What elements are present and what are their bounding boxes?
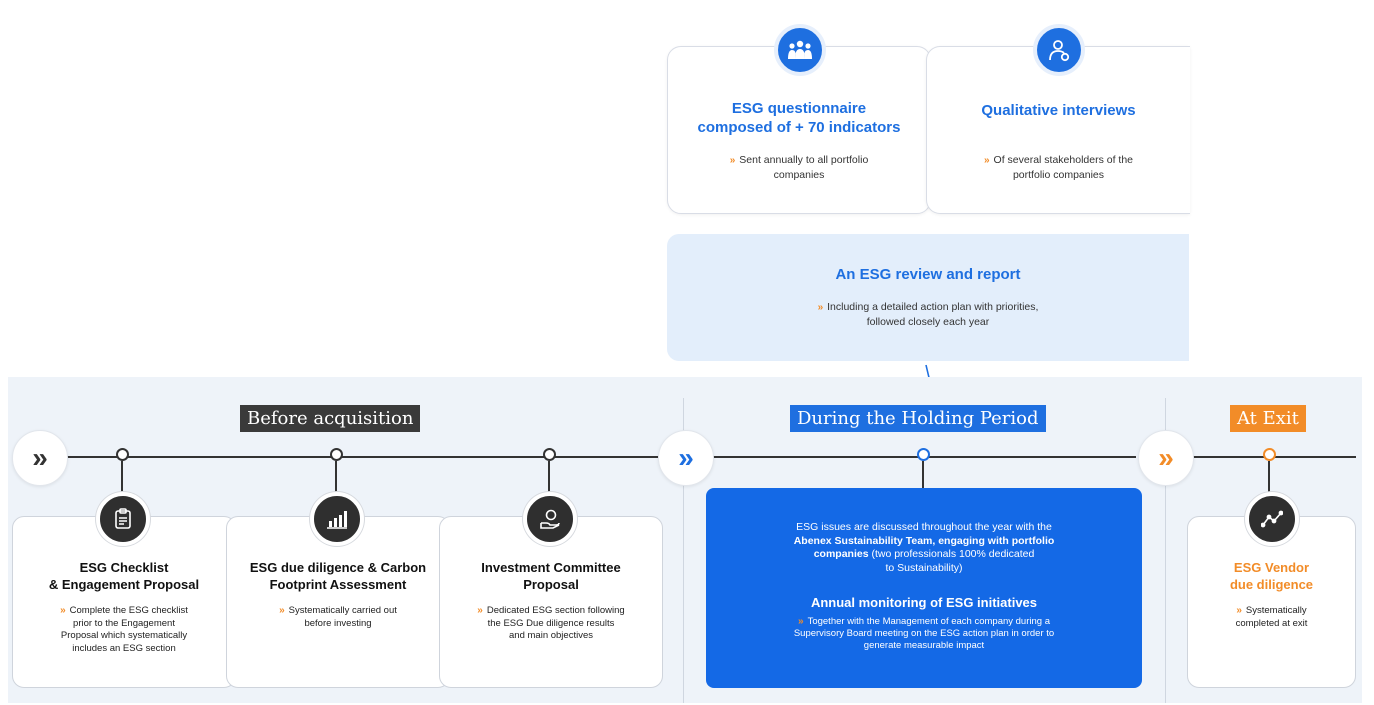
phase-exit-label: At Exit xyxy=(1230,405,1306,432)
people-group-icon xyxy=(774,24,826,76)
chevron-bullet-icon: » xyxy=(477,605,483,616)
bar-chart-icon xyxy=(310,492,364,546)
chevron-bullet-icon: » xyxy=(279,605,285,616)
timeline-stem xyxy=(121,461,123,495)
divider xyxy=(1165,398,1166,703)
money-hand-icon xyxy=(523,492,577,546)
before-chevron-icon: » xyxy=(12,430,68,486)
questionnaire-title: ESG questionnaire composed of + 70 indic… xyxy=(697,100,901,136)
timeline-node xyxy=(116,448,129,461)
timeline-node xyxy=(330,448,343,461)
timeline-stem xyxy=(1268,461,1270,495)
phase-holding-label: During the Holding Period xyxy=(790,405,1046,432)
phase-before-label: Before acquisition xyxy=(240,405,421,432)
clipboard-icon xyxy=(96,492,150,546)
holding-bullet: »Together with the Management of each co… xyxy=(793,616,1055,651)
chevron-bullet-icon: » xyxy=(729,155,736,166)
timeline-stem xyxy=(335,461,337,495)
timeline-stem xyxy=(548,461,550,495)
review-title: An ESG review and report xyxy=(835,266,1021,283)
timeline-node xyxy=(917,448,930,461)
trend-line-icon xyxy=(1245,492,1299,546)
holding-subtitle: Annual monitoring of ESG initiatives xyxy=(810,595,1038,610)
review-bullet: »Including a detailed action plan with p… xyxy=(817,301,1039,328)
interviews-title: Qualitative interviews xyxy=(981,102,1136,119)
timeline-stem xyxy=(922,461,924,488)
chevron-bullet-icon: » xyxy=(60,605,66,616)
holding-period-box: ESG issues are discussed throughout the … xyxy=(706,488,1142,688)
timeline-node xyxy=(543,448,556,461)
timeline-line xyxy=(66,456,658,458)
divider xyxy=(683,398,684,703)
holding-chevron-icon: » xyxy=(658,430,714,486)
chevron-bullet-icon: » xyxy=(817,302,824,313)
timeline-node xyxy=(1263,448,1276,461)
exit-chevron-icon: » xyxy=(1138,430,1194,486)
chevron-bullet-icon: » xyxy=(798,616,804,627)
esg-review-box: An ESG review and report »Including a de… xyxy=(667,234,1189,361)
step-title: ESG Checklist& Engagement Proposal xyxy=(48,560,200,592)
chevron-bullet-icon: » xyxy=(983,155,990,166)
interviewer-icon xyxy=(1033,24,1085,76)
chevron-bullet-icon: » xyxy=(1236,605,1242,616)
holding-description: ESG issues are discussed throughout the … xyxy=(793,521,1055,574)
